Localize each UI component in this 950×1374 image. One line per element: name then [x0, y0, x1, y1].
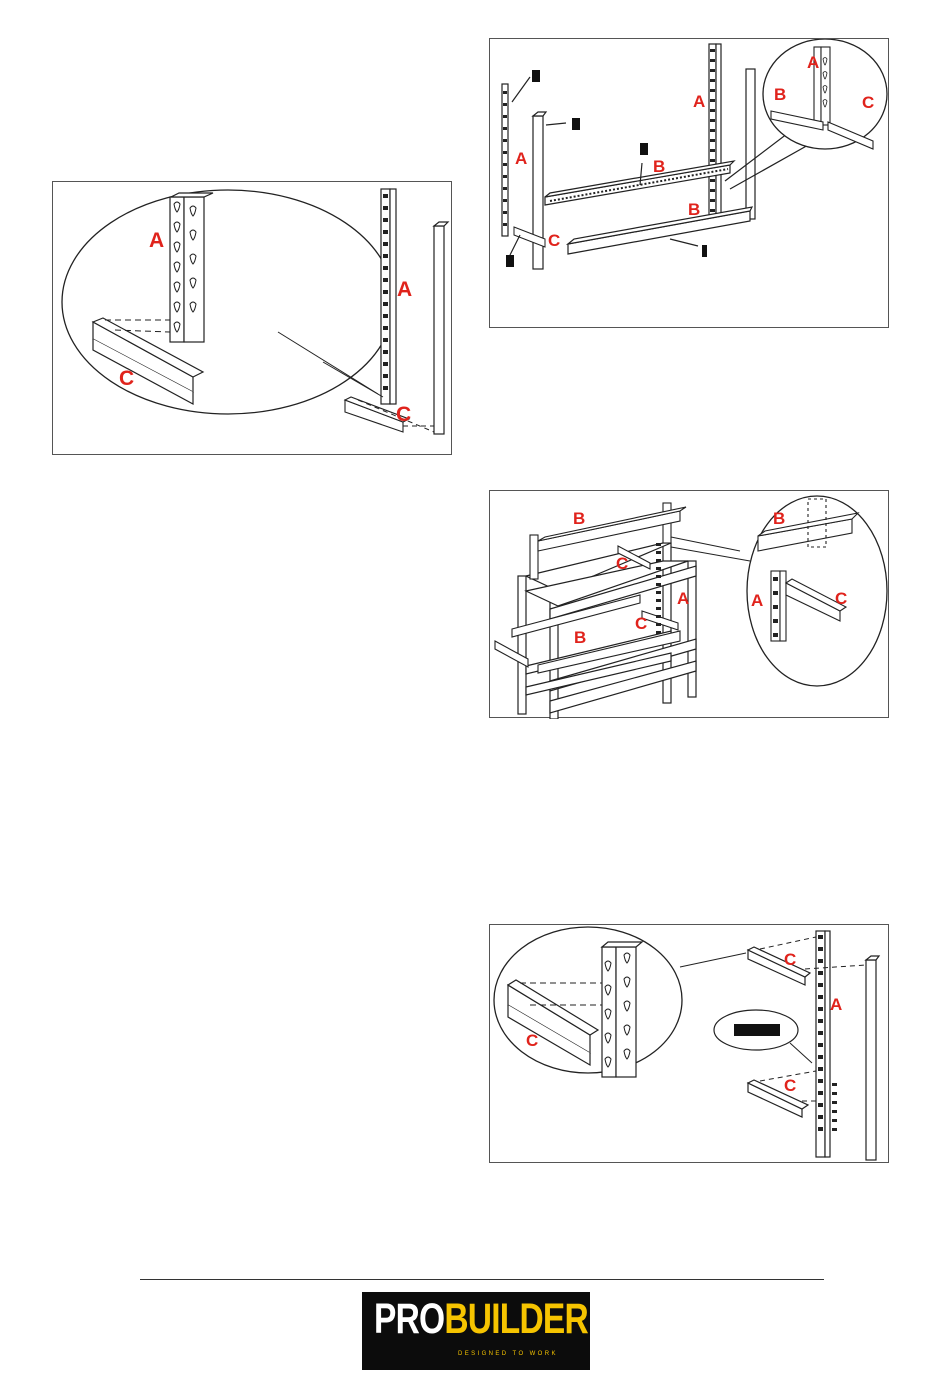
- figure-3-drawing: [490, 491, 890, 719]
- figure-2-marker-1: [532, 70, 540, 82]
- figure-1-zoom-label-a: A: [149, 230, 164, 251]
- figure-1-label-a: A: [397, 279, 412, 300]
- figure-2-label-a-left: A: [515, 150, 527, 167]
- figure-4-label-c-bottom: C: [784, 1077, 796, 1094]
- figure-2-zoom-label-b: B: [774, 86, 786, 103]
- figure-2-marker-4: [506, 255, 514, 267]
- figure-3-label-a: A: [677, 590, 689, 607]
- figure-2-label-c-left: C: [548, 232, 560, 249]
- logo-wordmark: PROBUILDER: [374, 1298, 588, 1341]
- probuilder-logo: PROBUILDER DESIGNED TO WORK: [362, 1292, 590, 1370]
- logo-builder-text: BUILDER: [444, 1295, 588, 1343]
- figure-3-zoom-label-b: B: [773, 510, 785, 527]
- figure-1-corner-connector: A C A C: [52, 181, 452, 455]
- logo-pro-text: PRO: [374, 1295, 444, 1343]
- logo-tagline: DESIGNED TO WORK: [458, 1351, 558, 1357]
- figure-3-label-c-mid: C: [635, 615, 647, 632]
- figure-3-label-c-top: C: [616, 555, 628, 572]
- figure-3-label-b-top: B: [573, 510, 585, 527]
- figure-2-marker-2: [572, 118, 580, 130]
- figure-2-marker-5: [702, 245, 707, 257]
- figure-2-zoom-label-c: C: [862, 94, 874, 111]
- figure-3-label-b-mid: B: [574, 629, 586, 646]
- figure-2-label-b-top: B: [653, 158, 665, 175]
- figure-3-zoom-label-a: A: [751, 592, 763, 609]
- figure-4-zoom-label-c: C: [526, 1032, 538, 1049]
- figure-3-zoom-label-c: C: [835, 590, 847, 607]
- figure-2-zoom-label-a: A: [807, 54, 819, 71]
- figure-1-label-c: C: [396, 404, 411, 425]
- figure-4-label-c-top: C: [784, 951, 796, 968]
- figure-4-second-frame: C C A C: [489, 924, 889, 1163]
- figure-1-zoom-label-c: C: [119, 368, 134, 389]
- figure-2-label-b-bottom: B: [688, 201, 700, 218]
- figure-1-drawing: [53, 182, 453, 456]
- figure-2-side-frame: A B C A A B B C: [489, 38, 889, 328]
- figure-4-label-a: A: [830, 996, 842, 1013]
- figure-3-shelf-levels: B C A C B B A C: [489, 490, 889, 718]
- footer-divider: [140, 1279, 824, 1280]
- figure-2-drawing: [490, 39, 890, 329]
- figure-2-marker-3: [640, 143, 648, 155]
- figure-4-drawing: [490, 925, 890, 1164]
- figure-2-label-a-right: A: [693, 93, 705, 110]
